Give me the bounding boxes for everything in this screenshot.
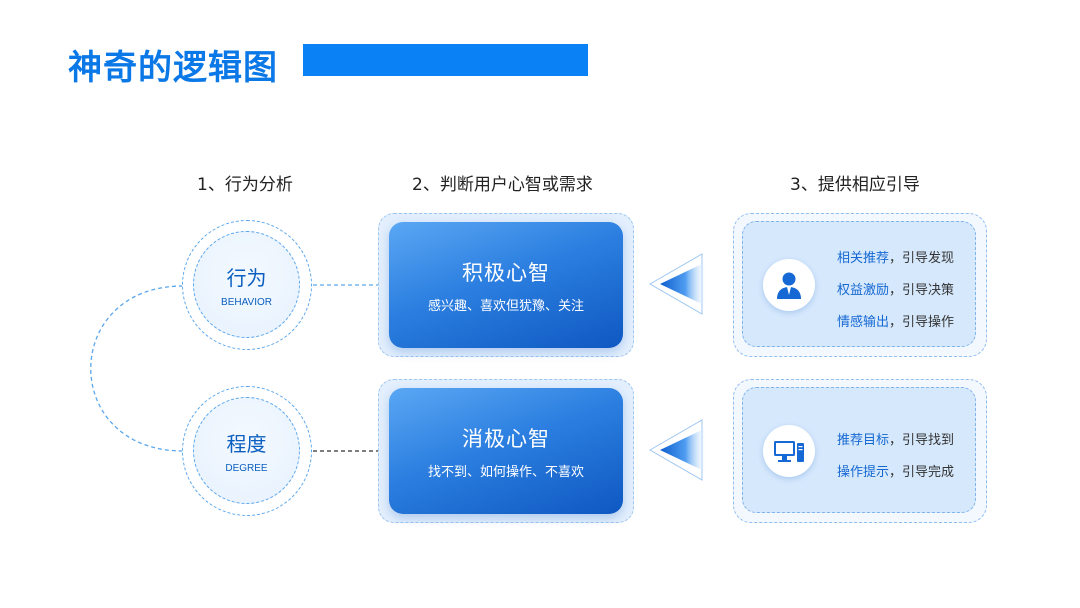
guide-item: 情感输出，引导操作 xyxy=(837,315,955,330)
user-icon xyxy=(763,259,815,311)
negative-mind-description: 找不到、如何操作、不喜欢 xyxy=(427,464,584,480)
guide-card-negative: 推荐目标，引导找到 操作提示，引导完成 xyxy=(733,379,987,523)
negative-mind-title: 消极心智 xyxy=(462,426,550,451)
guide-item: 权益激励，引导决策 xyxy=(837,283,955,298)
page-title: 神奇的逻辑图 xyxy=(68,48,278,88)
negative-mind-card: 消极心智 找不到、如何操作、不喜欢 xyxy=(378,379,634,523)
guide-list-positive: 相关推荐，引导发现 权益激励，引导决策 情感输出，引导操作 xyxy=(837,243,954,339)
behavior-english-label: BEHAVIOR xyxy=(221,296,272,308)
title-accent-bar xyxy=(303,44,588,76)
step-3-label: 3、提供相应引导 xyxy=(790,175,920,195)
guide-list-negative: 推荐目标，引导找到 操作提示，引导完成 xyxy=(837,425,954,489)
left-arc-connector xyxy=(90,285,184,452)
left-arrow-icon xyxy=(648,253,706,315)
step-1-label: 1、行为分析 xyxy=(197,175,293,195)
guide-item: 相关推荐，引导发现 xyxy=(837,251,955,266)
positive-mind-card: 积极心智 感兴趣、喜欢但犹豫、关注 xyxy=(378,213,634,357)
behavior-circle: 行为 BEHAVIOR xyxy=(182,220,312,350)
positive-mind-title: 积极心智 xyxy=(462,260,550,285)
degree-circle: 程度 DEGREE xyxy=(182,386,312,516)
degree-english-label: DEGREE xyxy=(225,462,268,474)
left-arrow-icon xyxy=(648,419,706,481)
degree-label: 程度 xyxy=(226,431,267,456)
positive-mind-description: 感兴趣、喜欢但犹豫、关注 xyxy=(427,298,584,314)
guide-card-positive: 相关推荐，引导发现 权益激励，引导决策 情感输出，引导操作 xyxy=(733,213,987,357)
guide-item: 操作提示，引导完成 xyxy=(837,465,955,480)
computer-icon xyxy=(763,425,815,477)
behavior-label: 行为 xyxy=(226,265,267,290)
guide-item: 推荐目标，引导找到 xyxy=(837,433,955,448)
step-2-label: 2、判断用户心智或需求 xyxy=(412,175,593,195)
